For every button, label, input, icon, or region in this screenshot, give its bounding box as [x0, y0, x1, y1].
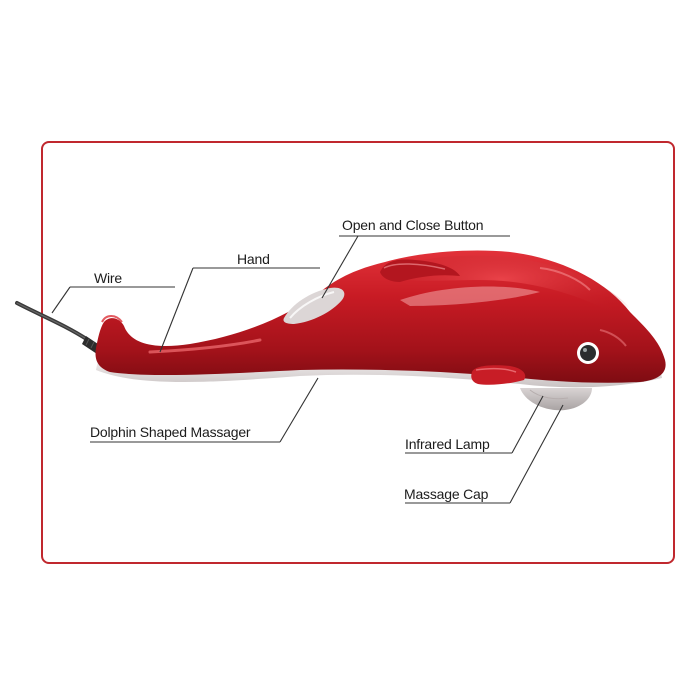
dolphin-eye: [577, 342, 599, 364]
label-open-close-button: Open and Close Button: [342, 217, 484, 233]
leader-lines: [51, 235, 564, 504]
dolphin-dorsal-fin: [380, 259, 460, 282]
label-infrared-lamp: Infrared Lamp: [405, 436, 490, 452]
wire-cable: [15, 301, 104, 356]
label-hand: Hand: [237, 251, 270, 267]
open-close-button-shape: [283, 287, 345, 324]
label-wire: Wire: [94, 270, 122, 286]
diagram-frame: [41, 141, 675, 564]
massage-cap: [520, 388, 592, 411]
dolphin-body: [95, 250, 666, 383]
label-massage-cap: Massage Cap: [404, 486, 489, 502]
label-dolphin-shaped-massager: Dolphin Shaped Massager: [90, 424, 251, 440]
